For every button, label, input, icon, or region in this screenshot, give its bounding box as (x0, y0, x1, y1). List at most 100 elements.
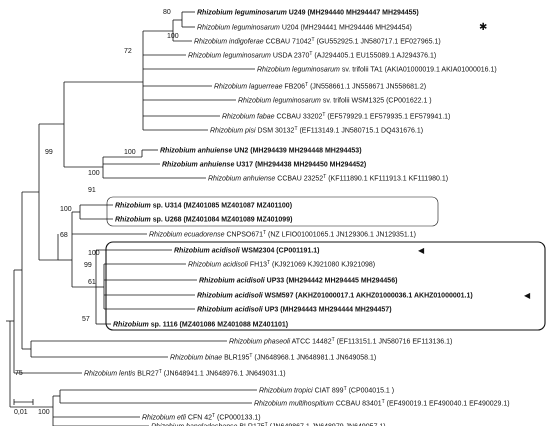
taxon-label: Rhizobium leguminosarum U249 (MH294440 M… (197, 10, 419, 17)
taxon-species: Rhizobium (115, 217, 151, 224)
taxon-label: Rhizobium acidisoli WSM2304 (CP001191.1) (174, 248, 320, 255)
taxon-accessions: (KJ921069 KJ921080 KJ921098) (270, 262, 375, 269)
taxon-species: Rhizobium anhuiense (160, 148, 232, 155)
type-strain-superscript: T (159, 369, 162, 375)
taxon-strain: sv. trifolii TA1 (AKIA01000019.1 AKIA010… (340, 67, 497, 74)
taxon-strain: CCBAU 23252 (275, 176, 323, 183)
type-strain-superscript: T (332, 337, 335, 343)
taxon-species: Rhizobium acidisoli (188, 262, 248, 269)
taxon-species: Rhizobium pisi (210, 128, 256, 135)
taxon-label: Rhizobium anhuiense UN2 (MH294439 MH2944… (160, 148, 362, 155)
taxon-species: Rhizobium anhuiense (208, 176, 275, 183)
type-strain-superscript: T (309, 51, 312, 57)
taxon-species: Rhizobium (113, 322, 149, 329)
bootstrap-value: 72 (124, 48, 132, 55)
taxon-species: Rhizobium leguminosarum (238, 98, 321, 105)
bootstrap-value: 100 (124, 149, 136, 156)
type-strain-superscript: T (305, 82, 308, 88)
taxon-strain: sp. 1116 (MZ401086 MZ401088 MZ401101) (149, 322, 288, 329)
taxon-label: Rhizobium acidisoli WSM597 (AKHZ01000017… (197, 293, 473, 300)
taxon-strain: CIAT 899 (313, 388, 344, 395)
type-strain-superscript: T (249, 353, 252, 359)
bootstrap-value: 100 (38, 409, 50, 416)
taxon-accessions: (EF490019.1 EF490040.1 EF490029.1) (385, 401, 510, 408)
type-strain-superscript: T (265, 422, 268, 426)
taxon-species: Rhizobium acidisoli (197, 307, 264, 314)
taxon-strain: CFN 42 (186, 415, 212, 422)
taxon-strain: CNPSO671 (225, 232, 264, 239)
scale-bar-label: 0,01 (14, 409, 28, 416)
bootstrap-value: 99 (45, 149, 53, 156)
taxon-label: Rhizobium binae BLR195T (JN648968.1 JN64… (170, 353, 376, 362)
taxon-strain: sp. U268 (MZ401084 MZ401089 MZ401099) (151, 217, 293, 224)
bootstrap-value: 61 (88, 279, 96, 286)
taxon-strain: UP3 (MH294443 MH294444 MH294457) (263, 307, 392, 314)
taxon-strain: WSM597 (AKHZ01000017.1 AKHZ01000036.1 AK… (263, 293, 473, 300)
taxon-species: Rhizobium indigoferae (194, 39, 264, 46)
type-strain-superscript: T (263, 230, 266, 236)
taxon-species: Rhizobium etli (142, 415, 186, 422)
type-strain-superscript: T (323, 174, 326, 180)
type-strain-superscript: T (267, 260, 270, 266)
taxon-accessions: (EF113149.1 JN580715.1 DQ431676.1) (298, 128, 424, 135)
taxon-accessions: (EF579929.1 EF579935.1 EF579941.1) (325, 114, 450, 121)
taxon-species: Rhizobium bangladeshense (151, 424, 237, 426)
taxon-strain: UP33 (MH294442 MH294445 MH294456) (265, 278, 398, 285)
type-strain-superscript: T (322, 112, 325, 118)
arrow-marker-icon: ◀ (418, 246, 425, 255)
taxon-species: Rhizobium lentis (84, 371, 136, 378)
taxon-strain: U204 (MH294441 MH294446 MH294454) (280, 25, 412, 32)
taxon-strain: FB206 (282, 84, 305, 91)
clade-box-acidisoli (105, 241, 546, 331)
taxon-strain: UN2 (MH294439 MH294448 MH294453) (232, 148, 361, 155)
bootstrap-value: 57 (82, 316, 90, 323)
taxon-species: Rhizobium (115, 203, 151, 210)
taxon-accessions: (JN649867.1 JN648979 JN649057.1) (268, 424, 386, 426)
taxon-species: Rhizobium leguminosarum (197, 25, 280, 32)
bootstrap-value: 100 (60, 206, 72, 213)
bootstrap-value: 100 (88, 250, 100, 257)
taxon-accessions: (GU552925.1 JN580717.1 EF027965.1) (315, 39, 441, 46)
taxon-label: Rhizobium leguminosarum U204 (MH294441 M… (197, 25, 412, 32)
taxon-species: Rhizobium fabae (222, 114, 275, 121)
taxon-accessions: (CP000133.1) (215, 415, 261, 422)
bootstrap-value: 99 (84, 262, 92, 269)
taxon-label: Rhizobium fabae CCBAU 33202T (EF579929.1… (222, 112, 450, 121)
taxon-label: Rhizobium bangladeshense BLR175T (JN6498… (151, 422, 386, 426)
taxon-label: Rhizobium etli CFN 42T (CP000133.1) (142, 413, 261, 422)
taxon-accessions: (KF111890.1 KF111913.1 KF111980.1) (326, 176, 448, 183)
taxon-label: Rhizobium leguminosarum USDA 2370T (AJ29… (188, 51, 436, 60)
type-strain-superscript: T (382, 399, 385, 405)
type-strain-superscript: T (312, 37, 315, 43)
star-marker-icon: ✱ (479, 22, 487, 33)
type-strain-superscript: T (344, 386, 347, 392)
taxon-label: Rhizobium phaseoli ATCC 14482T (EF113151… (229, 337, 452, 346)
taxon-strain: CCBAU 71042 (264, 39, 312, 46)
taxon-species: Rhizobium acidisoli (197, 293, 264, 300)
clade-box-rhizobium-sp (106, 196, 439, 227)
taxon-species: Rhizobium leguminosarum (197, 10, 287, 17)
taxon-species: Rhizobium multihospitium (254, 401, 334, 408)
bootstrap-value: 100 (167, 33, 179, 40)
taxon-species: Rhizobium acidisoli (174, 248, 241, 255)
taxon-strain: sv. trifolii WSM1325 (CP001622.1 ) (321, 98, 432, 105)
bootstrap-value: 100 (88, 170, 100, 177)
taxon-strain: BLR27 (135, 371, 158, 378)
taxon-strain: BLR195 (222, 355, 249, 362)
taxon-label: Rhizobium acidisoli FH13T (KJ921069 KJ92… (188, 260, 375, 269)
taxon-label: Rhizobium lentis BLR27T (JN648941.1 JN64… (84, 369, 286, 378)
taxon-label: Rhizobium sp. U268 (MZ401084 MZ401089 MZ… (115, 217, 292, 224)
taxon-label: Rhizobium acidisoli UP3 (MH294443 MH2944… (197, 307, 392, 314)
bootstrap-value: 91 (88, 187, 96, 194)
taxon-label: Rhizobium anhuiense CCBAU 23252T (KF1118… (208, 174, 448, 183)
taxon-label: Rhizobium leguminosarum sv. trifolii WSM… (238, 98, 432, 105)
type-strain-superscript: T (294, 126, 297, 132)
bootstrap-value: 68 (60, 232, 68, 239)
taxon-species: Rhizobium phaseoli (229, 339, 291, 346)
taxon-strain: FH13 (248, 262, 267, 269)
taxon-species: Rhizobium leguminosarum (257, 67, 340, 74)
taxon-label: Rhizobium sp. 1116 (MZ401086 MZ401088 MZ… (113, 322, 288, 329)
bootstrap-value: 80 (163, 9, 171, 16)
